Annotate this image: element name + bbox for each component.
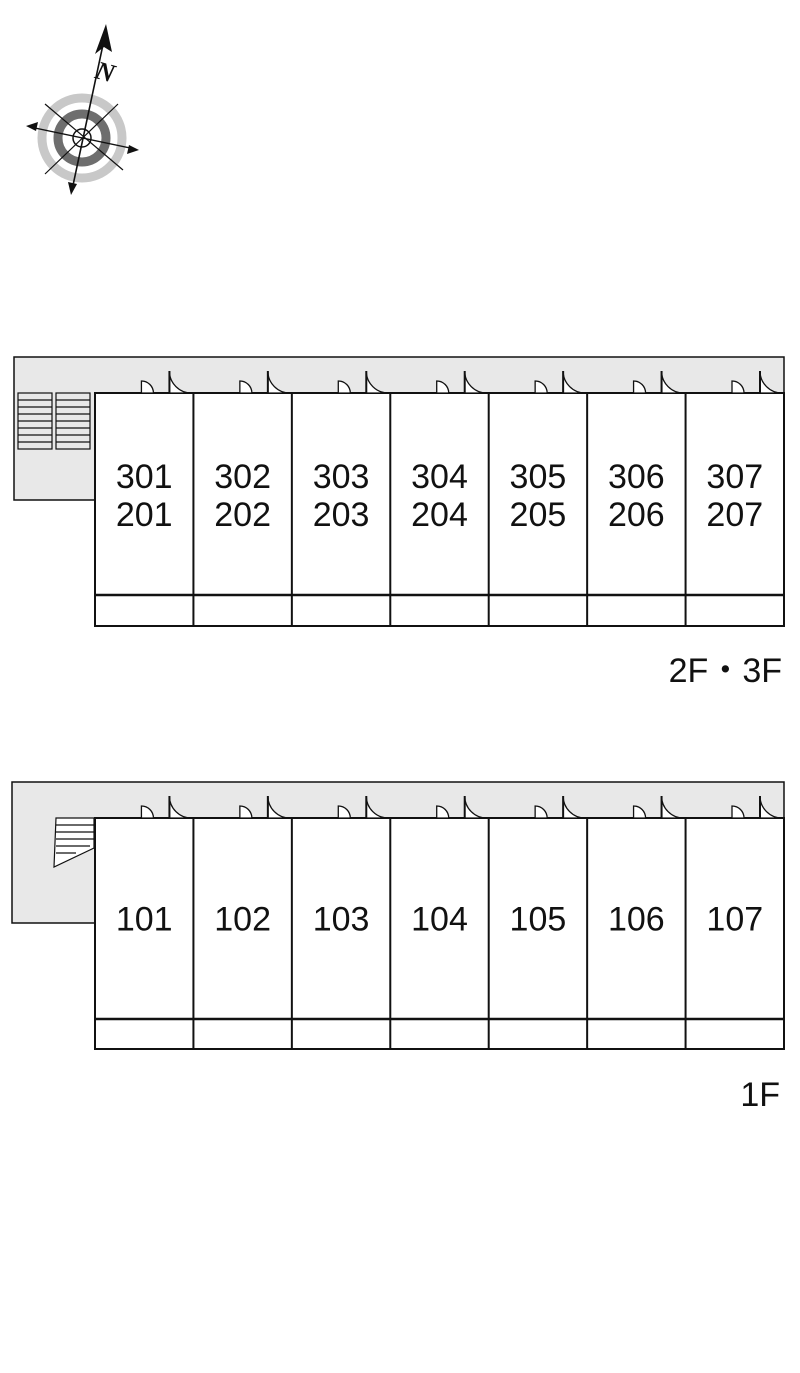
upper-floor-plan: 3012013022023032033042043052053062063072… [13,356,785,690]
meter-icon [632,380,647,394]
unit-number: 104 [411,901,468,939]
unit-number-upper: 305 [510,458,567,496]
unit-number: 102 [214,901,271,939]
upper-floor-label: 2F・3F [669,652,782,690]
unit-number-upper: 307 [706,458,763,496]
unit-number-upper: 306 [608,458,665,496]
meter-icon [436,805,450,819]
unit-cell: 105 [487,795,586,1049]
unit-number-upper: 303 [313,458,370,496]
unit-number-lower: 206 [608,496,665,534]
compass-north-label: N [91,55,119,88]
unit-number-upper: 304 [411,458,468,496]
unit-number: 103 [313,901,370,939]
unit-number-upper: 301 [116,458,173,496]
ground-floor-plan: 101 102 103 104 105 106 107 1F [11,781,785,1114]
unit-number: 106 [608,901,665,939]
unit-number: 107 [706,901,763,939]
unit-number: 105 [510,901,567,939]
meter-icon [337,805,351,819]
unit-cell: 104 [389,795,487,1049]
compass-icon: N [26,24,139,195]
meter-icon [140,805,155,819]
upper-staircase [17,392,91,450]
units-outline [94,392,785,627]
meter-icon [534,805,548,819]
meter-icon [337,380,351,394]
unit-cell: 106 [586,795,684,1049]
meter-icon [436,380,450,394]
unit-number-lower: 205 [510,496,567,534]
unit-number-lower: 204 [411,496,468,534]
unit-number-lower: 203 [313,496,370,534]
ground-floor-label: 1F [740,1076,780,1114]
meter-icon [731,380,745,394]
unit-number-lower: 202 [214,496,271,534]
meter-icon [239,380,253,394]
upper-units: 3012013022023032033042043052053062063072… [94,370,785,627]
meter-icon [534,380,548,394]
unit-number-lower: 207 [706,496,763,534]
unit-number-upper: 302 [214,458,271,496]
unit-number: 101 [116,901,173,939]
meter-icon [140,380,155,394]
unit-cell: 102 [192,795,290,1049]
meter-icon [731,805,745,819]
units-outline [94,817,785,1050]
unit-number-lower: 201 [116,496,173,534]
unit-cell: 103 [290,795,389,1049]
unit-cell: 107 [684,795,783,1049]
unit-cell: 101 [116,795,192,939]
meter-icon [239,805,253,819]
meter-icon [632,805,647,819]
ground-units: 101 102 103 104 105 106 107 [94,795,785,1050]
